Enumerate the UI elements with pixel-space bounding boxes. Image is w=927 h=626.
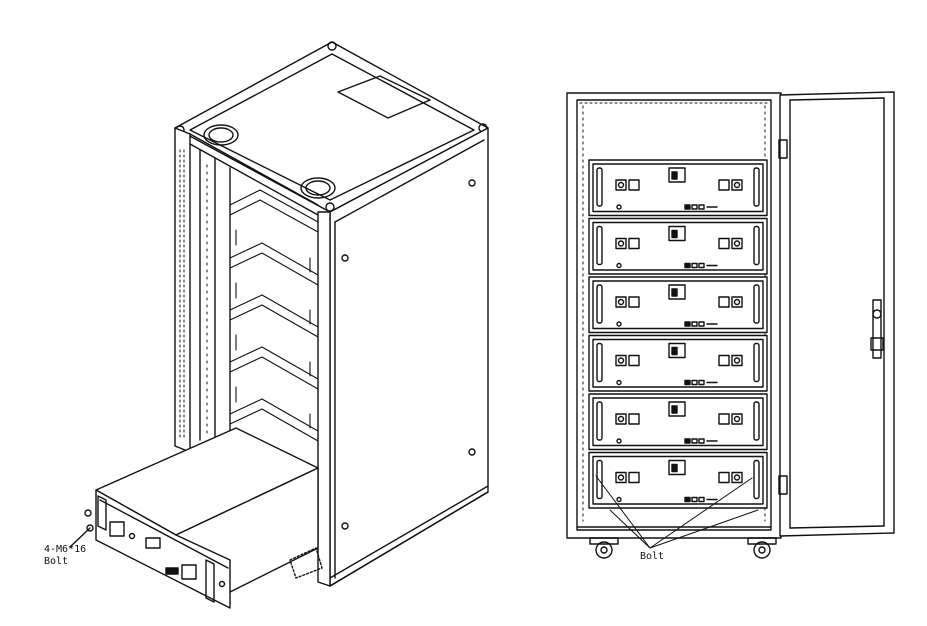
bolt-word-label: Bolt xyxy=(44,556,69,567)
front-post-left xyxy=(174,127,191,453)
inner-shelves xyxy=(229,189,319,442)
battery-module xyxy=(588,334,768,392)
pulled-battery-module xyxy=(69,427,323,609)
battery-module-stack xyxy=(588,159,768,509)
bolt-leaders xyxy=(595,475,759,549)
caster-wheels xyxy=(589,537,777,559)
battery-module xyxy=(588,276,768,334)
cabinet-top-inner xyxy=(189,53,475,201)
open-door xyxy=(779,91,895,537)
mounting-rail-holes xyxy=(179,149,208,441)
battery-module xyxy=(588,217,768,275)
battery-module xyxy=(588,393,768,451)
bolt-label-front-view: Bolt xyxy=(640,551,665,562)
cable-entry-hole xyxy=(300,177,336,199)
bolt-spec-label: 4-M6*16 xyxy=(44,544,87,555)
iso-cabinet xyxy=(174,41,489,587)
cable-entry-hole xyxy=(203,124,239,146)
front-post-right xyxy=(317,211,331,587)
front-view-cabinet xyxy=(566,91,895,559)
battery-module xyxy=(588,159,768,217)
top-vent-plate xyxy=(337,75,431,119)
door-lock-handle xyxy=(870,299,884,359)
battery-module xyxy=(588,451,768,509)
